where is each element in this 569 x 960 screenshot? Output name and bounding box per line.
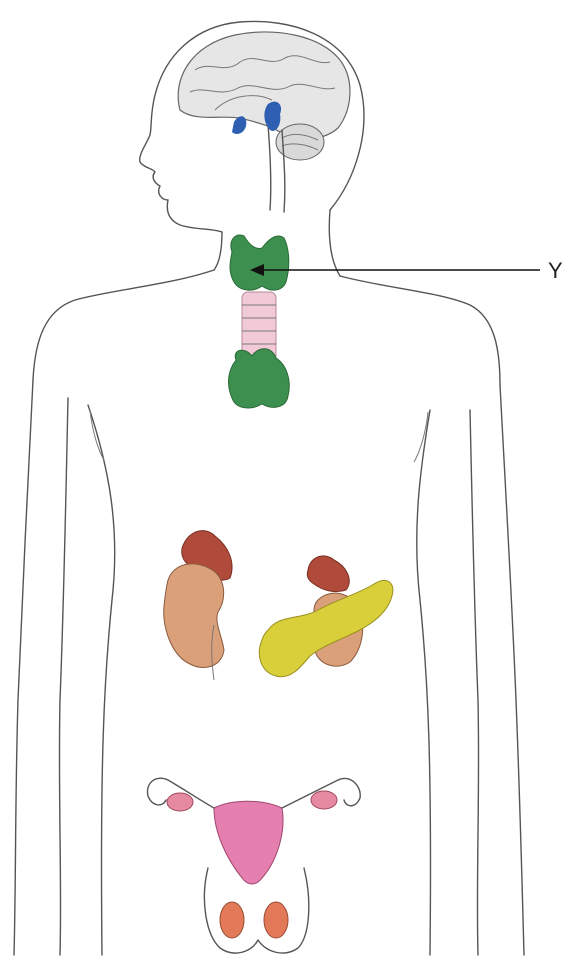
right-ovary [311, 791, 337, 809]
thymus-gland [229, 349, 290, 408]
brain [178, 32, 350, 212]
thyroid-gland [230, 235, 289, 290]
label-y-pointer [250, 264, 540, 276]
label-y: Y [548, 258, 563, 283]
left-kidney [164, 564, 224, 680]
right-adrenal-gland [307, 556, 349, 592]
right-testis [264, 902, 288, 938]
left-ovary [167, 793, 193, 811]
uterus [214, 801, 283, 884]
left-testis [220, 902, 244, 938]
